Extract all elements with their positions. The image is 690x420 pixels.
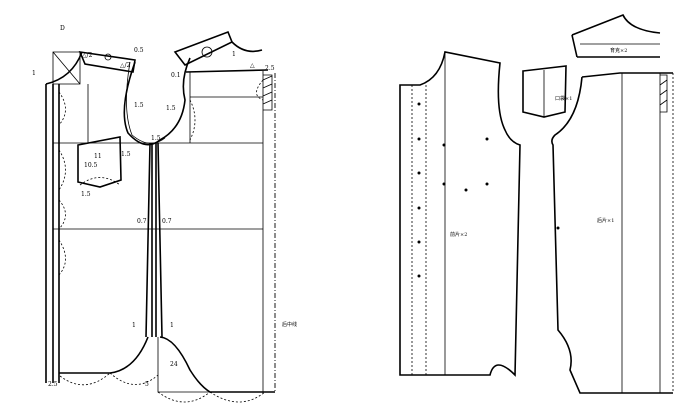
back-piece (551, 72, 673, 394)
neck-box (52, 51, 81, 85)
pocket-label: 口袋×1 (555, 95, 572, 102)
button-mark (104, 53, 112, 61)
placket-dashes (411, 85, 427, 375)
hem-grid (157, 337, 210, 393)
label-back-1: 1 (232, 51, 236, 58)
yoke-piece (571, 13, 661, 58)
label-24: 24 (170, 361, 178, 368)
armhole-inner (126, 61, 166, 144)
label-1-5c: 1.5 (151, 135, 161, 142)
notch-dot (556, 226, 560, 230)
label-1-5b: 1.5 (166, 105, 176, 112)
back-neck (185, 41, 269, 73)
back-grid (189, 72, 263, 143)
label-delta-back: △ (250, 62, 255, 69)
label-hem-1a: 1 (132, 322, 136, 329)
label-hem-2-5: 2.5 (48, 381, 58, 388)
label-delta-left: △/2 (82, 52, 93, 59)
label-1-5e: 1.5 (81, 191, 91, 198)
yoke-label: 育克×2 (610, 47, 627, 54)
label-2-5: 2.5 (265, 65, 275, 72)
label-1-5a: 1.5 (134, 102, 144, 109)
label-hem-1b: 1 (170, 322, 174, 329)
drafting-diagram: D 1 △/2 △/2 0.5 0.1 2.5 △ 1 1.5 1.5 1.5 … (32, 25, 297, 403)
hatch-lines (262, 75, 273, 105)
button-mark-back (201, 46, 213, 58)
label-0-7b: 0.7 (162, 218, 172, 225)
front-piece (399, 51, 521, 377)
label-0-7a: 0.7 (137, 218, 147, 225)
label-10-5: 10.5 (84, 162, 98, 169)
front-shoulder-yoke (78, 51, 136, 73)
front-piece-label: 前片×2 (450, 231, 467, 238)
label-0-5: 0.5 (134, 47, 144, 54)
button-dots (417, 102, 489, 278)
pattern-pieces: 前片×2 口袋×1 育克×2 后片×1 (399, 13, 674, 394)
back-piece-label: 后片×1 (597, 217, 614, 224)
pocket-piece (522, 65, 567, 118)
front-placket-lines (45, 84, 60, 383)
label-5: 5 (145, 381, 149, 388)
dart-lines (145, 142, 163, 338)
label-1: 1 (32, 70, 36, 77)
label-center-back: 后中线 (282, 321, 297, 328)
back-pleat-hatch (659, 74, 668, 113)
armhole-curve (123, 57, 191, 146)
pleat-hatch (263, 74, 273, 111)
yoke-edge (571, 34, 578, 58)
label-0-1: 0.1 (171, 72, 181, 79)
label-d: D (60, 25, 65, 32)
label-11: 11 (94, 153, 102, 160)
dashed-arcs (58, 79, 266, 403)
label-delta-shoulder: △/2 (120, 62, 131, 69)
label-1-5d: 1.5 (121, 151, 131, 158)
pocket-draft (77, 136, 122, 188)
back-grainline (621, 73, 661, 393)
front-neckline (45, 51, 83, 85)
